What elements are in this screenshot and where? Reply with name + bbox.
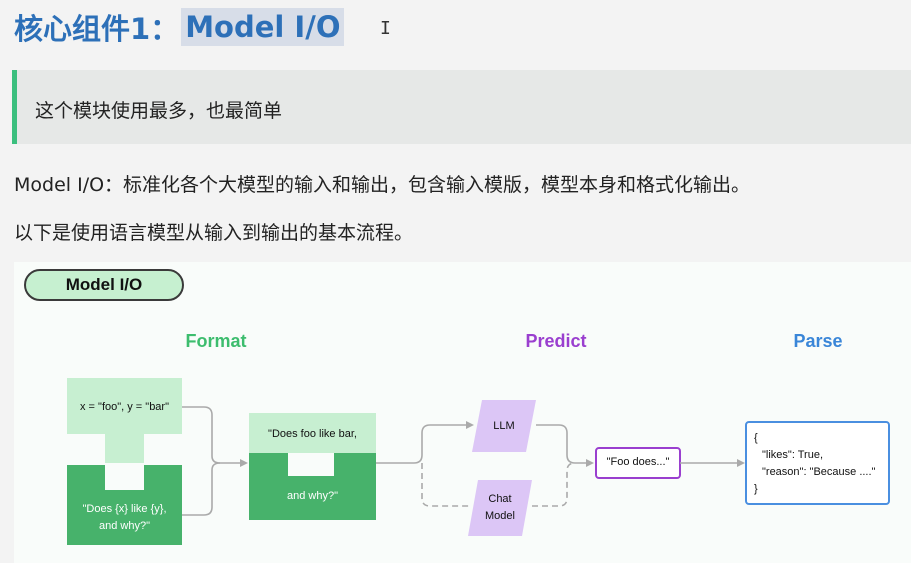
- parse-box: [745, 421, 890, 505]
- paragraph-description: Model I/O：标准化各个大模型的输入和输出，包含输入模版，模型本身和格式化…: [14, 174, 751, 196]
- diagram-shapes: [67, 378, 890, 545]
- connector-template: [182, 462, 221, 516]
- section-parse: Parse: [793, 331, 843, 351]
- prompt-box-bottom: [249, 453, 376, 520]
- arrowhead-output: [586, 459, 594, 467]
- variables-text: x = "foo", y = "bar": [80, 401, 169, 413]
- section-format: Format: [185, 331, 247, 351]
- prompt-line-1: "Does foo like bar,: [268, 428, 357, 440]
- title-highlight[interactable]: Model I/O: [181, 8, 345, 46]
- text-cursor: I: [380, 18, 391, 39]
- chat-model-line-2: Model: [485, 510, 515, 522]
- connector-llm: [376, 424, 472, 464]
- template-line-1: "Does {x} like {y},: [82, 503, 167, 515]
- json-line-4: }: [754, 483, 758, 495]
- paragraph-flow: 以下是使用语言模型从输入到输出的基本流程。: [14, 222, 414, 244]
- arrowhead-parse: [737, 459, 745, 467]
- blockquote-text: 这个模块使用最多，也最简单: [35, 100, 283, 122]
- chat-model-line-1: Chat: [488, 493, 512, 505]
- chat-model-shape: [468, 480, 532, 536]
- connector-chat: [421, 463, 470, 507]
- llm-label: LLM: [493, 420, 515, 432]
- template-line-2: and why?": [99, 520, 150, 532]
- connector-vars: [182, 406, 246, 464]
- json-line-3: "reason": "Because ....": [762, 466, 876, 478]
- llm-shape: [472, 400, 536, 452]
- template-box: [67, 465, 182, 545]
- page-title: 核心组件1： Model I/O: [14, 6, 345, 48]
- model-io-badge: Model I/O: [24, 269, 184, 301]
- prompt-line-2: and why?": [287, 490, 338, 502]
- json-line-2: "likes": True,: [762, 449, 823, 461]
- arrowhead-llm: [466, 421, 474, 429]
- connector-chat-out: [532, 462, 576, 507]
- blockquote: 这个模块使用最多，也最简单: [12, 70, 911, 144]
- arrowhead-prompt: [240, 459, 248, 467]
- prompt-box-top: [249, 413, 376, 453]
- variables-box: [67, 378, 182, 463]
- model-io-diagram: Model I/O Format Predict Parse x = "foo"…: [14, 262, 911, 563]
- connector-llm-out: [536, 424, 592, 464]
- title-prefix: 核心组件1：: [14, 12, 180, 46]
- output-text: "Foo does...": [606, 456, 670, 468]
- section-predict: Predict: [525, 331, 587, 351]
- json-line-1: {: [754, 432, 758, 444]
